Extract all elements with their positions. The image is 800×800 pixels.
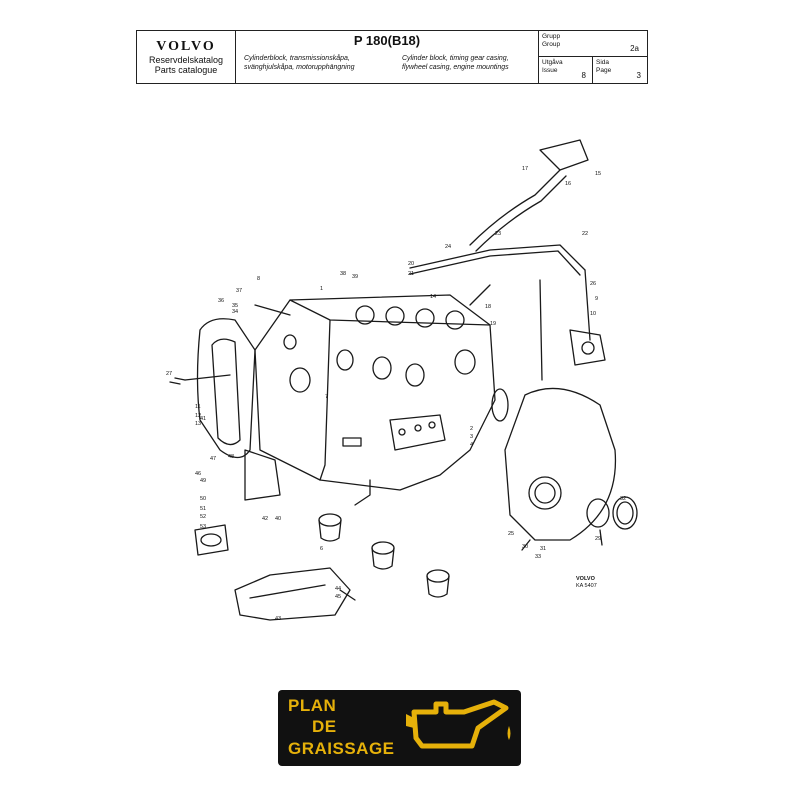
svg-text:13: 13: [195, 421, 201, 427]
bearing-shell-2: [371, 541, 395, 555]
svg-text:44: 44: [335, 586, 341, 592]
issue-label-sv: Utgåva: [542, 59, 563, 66]
svg-text:37: 37: [236, 288, 242, 294]
svg-text:42: 42: [262, 516, 268, 522]
description-sv: Cylinderblock, transmissionskåpa, svängh…: [244, 55, 355, 73]
badge-line-3: GRAISSAGE: [288, 739, 395, 758]
oil-can-icon: [406, 699, 511, 749]
description-sv-line1: Cylinderblock, transmissionskåpa,: [244, 55, 350, 62]
svg-text:41: 41: [200, 416, 206, 422]
issue-value: 8: [581, 71, 586, 81]
lubrication-plan-badge: PLAN DE GRAISSAGE: [278, 690, 521, 766]
svg-text:31: 31: [540, 546, 546, 552]
svg-text:7: 7: [325, 394, 328, 400]
page-value: 3: [636, 71, 641, 81]
svg-text:45: 45: [335, 594, 341, 600]
svg-text:11: 11: [195, 404, 201, 410]
svg-text:30: 30: [522, 544, 528, 550]
timing-gear-casing: [504, 387, 617, 541]
catalog-header: VOLVO Reservdelskatalog Parts catalogue …: [136, 30, 648, 84]
svg-text:27: 27: [166, 371, 172, 377]
bearing-shell-1: [318, 513, 342, 527]
svg-text:17: 17: [522, 166, 528, 172]
svg-text:51: 51: [200, 506, 206, 512]
svg-text:16: 16: [565, 181, 571, 187]
group-label-sv: Grupp: [542, 33, 561, 40]
cylinder-block: [254, 294, 496, 491]
breather-hose: [469, 169, 561, 246]
group-cell: Grupp Group 2a: [539, 31, 647, 57]
svg-text:29: 29: [595, 536, 601, 542]
svg-text:36: 36: [218, 298, 224, 304]
svg-text:4: 4: [470, 442, 473, 448]
page-cell: Sida Page 3: [593, 57, 647, 83]
svg-text:24: 24: [445, 244, 451, 250]
svg-text:15: 15: [595, 171, 601, 177]
svg-text:50: 50: [200, 496, 206, 502]
svg-text:48: 48: [228, 454, 234, 460]
svg-text:8: 8: [257, 276, 260, 282]
model-title: P 180(B18): [353, 33, 421, 48]
issue-label-en: Issue: [542, 66, 558, 74]
svg-text:38: 38: [340, 271, 346, 277]
svg-text:20: 20: [408, 261, 414, 267]
engine-mount-left: [244, 449, 281, 501]
svg-text:33: 33: [535, 554, 541, 560]
drawing-stamp-1: VOLVO: [576, 576, 596, 582]
meta-block: Grupp Group 2a Utgåva Issue 8 Sida Page …: [539, 31, 647, 83]
svg-text:22: 22: [582, 231, 588, 237]
description-sv-line2: svänghjulskåpa, motorupphängning: [244, 63, 355, 71]
page-label-en: Page: [596, 66, 612, 74]
svg-text:21: 21: [408, 271, 414, 277]
svg-text:46: 46: [195, 471, 201, 477]
svg-text:26: 26: [590, 281, 596, 287]
svg-text:25: 25: [508, 531, 514, 537]
svg-text:39: 39: [352, 274, 358, 280]
oil-sump: [234, 567, 351, 621]
badge-line-1: PLAN: [288, 696, 337, 715]
page-label-sv: Sida: [596, 59, 610, 66]
volvo-logo: VOLVO: [156, 38, 216, 54]
svg-text:34: 34: [232, 309, 238, 315]
svg-text:12: 12: [195, 413, 201, 419]
catalog-title-sv: Reservdelskatalog: [148, 54, 224, 65]
svg-text:18: 18: [485, 304, 491, 310]
description-en: Cylinder block, timing gear casing, flyw…: [402, 55, 509, 73]
svg-text:1: 1: [320, 286, 323, 292]
svg-text:19: 19: [490, 321, 496, 327]
svg-text:10: 10: [590, 311, 596, 317]
svg-text:53: 53: [200, 524, 206, 530]
svg-text:6: 6: [320, 546, 323, 552]
svg-text:43: 43: [275, 616, 281, 622]
description-block: P 180(B18) Cylinderblock, transmissionsk…: [236, 31, 539, 83]
svg-text:47: 47: [210, 456, 216, 462]
svg-text:40: 40: [275, 516, 281, 522]
seal-ring-2: [612, 496, 638, 530]
svg-text:2: 2: [470, 426, 473, 432]
brand-block: VOLVO Reservdelskatalog Parts catalogue: [137, 31, 236, 83]
svg-text:49: 49: [200, 478, 206, 484]
svg-text:32: 32: [620, 496, 626, 502]
description-en-line2: flywheel casing, engine mountings: [402, 63, 509, 71]
issue-cell: Utgåva Issue 8: [539, 57, 593, 83]
svg-text:52: 52: [200, 514, 206, 520]
svg-text:23: 23: [495, 231, 501, 237]
group-label-en: Group: [542, 40, 561, 48]
svg-text:3: 3: [470, 434, 473, 440]
seal-ring-1: [586, 498, 610, 528]
catalog-title-en: Parts catalogue: [154, 65, 218, 76]
bearing-shell-3: [426, 569, 450, 583]
badge-line-2: DE: [312, 717, 337, 736]
svg-text:14: 14: [430, 294, 436, 300]
svg-text:9: 9: [595, 296, 598, 302]
description-en-line1: Cylinder block, timing gear casing,: [402, 55, 509, 62]
flywheel-casing: [196, 318, 256, 459]
svg-text:35: 35: [232, 303, 238, 309]
group-value: 2a: [630, 44, 639, 54]
drawing-stamp-2: KA 5407: [576, 583, 597, 589]
